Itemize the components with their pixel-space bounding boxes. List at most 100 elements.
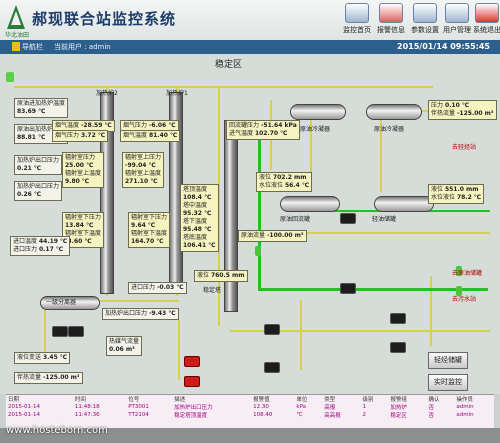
table-row[interactable]: 2015-01-14 11:47:36 TT2104 稳定塔顶温度 108.40… bbox=[6, 411, 494, 419]
burner-valve[interactable] bbox=[184, 356, 200, 367]
reading-label: 辐射室上压力 bbox=[125, 154, 162, 161]
reading-label: 回流罐压力 bbox=[229, 122, 260, 129]
toolbar-exit-button[interactable]: 系统退出 bbox=[470, 2, 500, 38]
table-cell: 12.30 bbox=[253, 404, 269, 410]
reading-label: 进口压力 bbox=[13, 246, 38, 253]
reading-label: 辐射室压力 bbox=[65, 154, 96, 161]
reading-value: 0.26 ℃ bbox=[17, 191, 42, 198]
table-cell: PT3001 bbox=[128, 404, 149, 410]
reading-label: 加热炉出口压力 bbox=[17, 157, 60, 164]
valve-icon[interactable] bbox=[456, 286, 462, 296]
reading-label: 进口温度 bbox=[13, 238, 38, 245]
pump[interactable] bbox=[52, 326, 68, 337]
pipe bbox=[310, 120, 312, 180]
reading-box: 进口温度 44.19 ℃ 进口压力 0.17 ℃ bbox=[10, 236, 71, 256]
reading-value: 95.48 ℃ bbox=[183, 226, 212, 233]
reading-value: 81.40 ℃ bbox=[148, 132, 178, 139]
table-cell: 稳定区 bbox=[390, 413, 407, 419]
pump[interactable] bbox=[68, 326, 84, 337]
table-cell: admin bbox=[456, 404, 474, 410]
pump[interactable] bbox=[264, 362, 280, 373]
toolbar-alarm-button[interactable]: 报警信息 bbox=[374, 2, 408, 38]
home-icon bbox=[12, 42, 20, 51]
toolbar-users-button[interactable]: 用户管理 bbox=[440, 2, 474, 38]
pipe bbox=[44, 300, 179, 302]
reading-value: 108.4 ℃ bbox=[183, 194, 212, 201]
monitor-icon bbox=[345, 3, 369, 23]
reading-value: 88.81 ℃ bbox=[17, 134, 46, 141]
gear-icon bbox=[413, 3, 437, 23]
reading-label: 烟气压力 bbox=[123, 122, 148, 129]
condenser-2 bbox=[366, 104, 422, 120]
furnace-2-label: 加热炉2 bbox=[96, 90, 118, 97]
table-cell: 否 bbox=[428, 405, 434, 411]
alarm-header: 报警组 bbox=[390, 397, 407, 403]
reading-box: 回流罐压力 -51.64 kPa 进气温度 102.70 ℃ bbox=[226, 120, 300, 140]
reading-value: 0.17 ℃ bbox=[38, 246, 64, 253]
reading-value: 9.80 ℃ bbox=[65, 178, 90, 185]
table-cell: 加热炉 bbox=[390, 405, 407, 411]
pump[interactable] bbox=[390, 342, 406, 353]
nav-home[interactable]: 导航栏 bbox=[22, 43, 43, 51]
reading-label: 原油出加热炉温度 bbox=[17, 126, 66, 133]
pipe bbox=[230, 330, 490, 332]
toolbar-home-button[interactable]: 监控首页 bbox=[340, 2, 374, 38]
reading-box: 烟气温度 81.40 ℃ bbox=[120, 130, 181, 142]
alarm-icon bbox=[379, 3, 403, 23]
burner-valve[interactable] bbox=[184, 376, 200, 387]
reading-value: 702.2 mm bbox=[272, 174, 307, 181]
reading-label: 进气温度 bbox=[229, 130, 254, 137]
reading-value: 13.84 ℃ bbox=[65, 222, 94, 229]
toolbar-settings-button[interactable]: 参数设置 bbox=[408, 2, 442, 38]
alarm-header: 日期 bbox=[8, 397, 20, 403]
pipe-green bbox=[258, 288, 488, 291]
reading-value: 0.06 m³ bbox=[109, 346, 135, 353]
reading-label: 辐射室下温度 bbox=[131, 230, 168, 237]
reading-value: -125.00 m³ bbox=[42, 374, 80, 381]
nav-bar bbox=[0, 40, 500, 54]
reading-value: -28.59 ℃ bbox=[80, 122, 112, 129]
realtime-monitor-button[interactable]: 实时监控 bbox=[428, 374, 468, 391]
valve-icon[interactable] bbox=[255, 246, 261, 256]
reading-value: 56.4 ℃ bbox=[284, 182, 310, 189]
reading-label: 液位变送 bbox=[17, 354, 42, 361]
reading-label: 塔顶温度 bbox=[183, 186, 208, 193]
alarm-header: 单位 bbox=[296, 397, 308, 403]
table-cell: TT2104 bbox=[128, 412, 149, 418]
alarm-header: 确认 bbox=[428, 397, 440, 403]
alarm-header: 报警值 bbox=[253, 397, 270, 403]
reading-label: 进口压力 bbox=[131, 284, 156, 291]
datetime: 2015/01/14 09:55:45 bbox=[397, 42, 490, 51]
pump[interactable] bbox=[390, 313, 406, 324]
reading-value: 9.64 ℃ bbox=[131, 222, 156, 229]
reading-value: 83.69 ℃ bbox=[17, 108, 46, 115]
reading-label: 伴热流量 bbox=[17, 374, 42, 381]
reading-box: 伴热流量 -125.00 m³ bbox=[14, 372, 83, 384]
condenser-1 bbox=[290, 104, 346, 120]
valve-icon[interactable] bbox=[456, 266, 462, 276]
pipe bbox=[44, 300, 46, 360]
pump[interactable] bbox=[340, 283, 356, 294]
users-icon bbox=[445, 3, 469, 23]
reading-label: 液位 bbox=[431, 186, 444, 193]
reading-label: 塔中温度 bbox=[183, 202, 208, 209]
reading-label: 辐射室下压力 bbox=[131, 214, 168, 221]
table-row[interactable]: 2015-01-14 11:48:18 PT3001 加热炉出口压力 12.30… bbox=[6, 403, 494, 411]
separator-1-label: 一级分离器 bbox=[46, 299, 77, 306]
reading-label: 热媒气流量 bbox=[109, 338, 140, 345]
reading-value: 0.10 ℃ bbox=[444, 102, 470, 109]
light-oil-tank-button[interactable]: 轻烃储罐 bbox=[428, 352, 468, 369]
alarm-header: 类型 bbox=[324, 397, 336, 403]
pump[interactable] bbox=[340, 213, 356, 224]
reading-value: 102.70 ℃ bbox=[254, 130, 288, 137]
pipe-green bbox=[258, 140, 261, 290]
alarm-header: 级别 bbox=[362, 397, 374, 403]
pump[interactable] bbox=[264, 324, 280, 335]
table-cell: admin bbox=[456, 412, 474, 418]
table-cell: kPa bbox=[296, 404, 307, 410]
pipe bbox=[430, 276, 432, 346]
